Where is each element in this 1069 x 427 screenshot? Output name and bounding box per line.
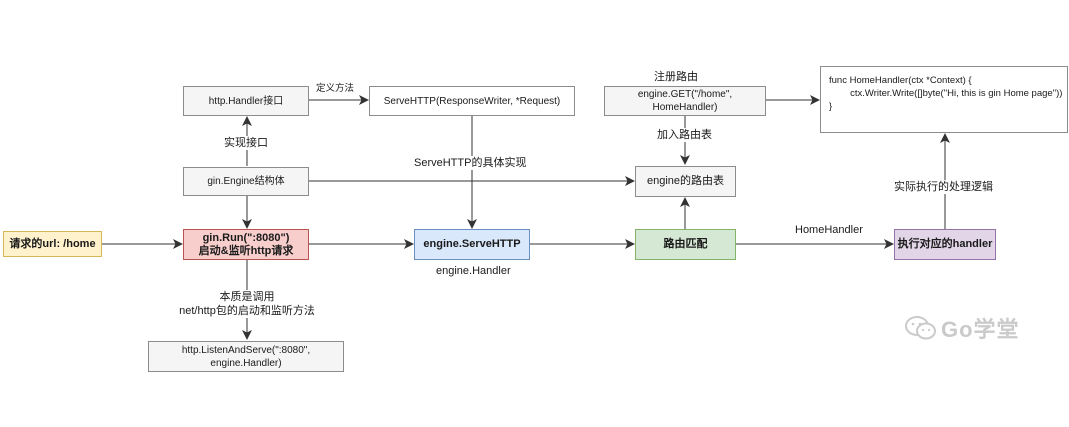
gin-run-text: gin.Run(":8080") (202, 231, 290, 244)
label-engine-handler: engine.Handler (436, 265, 511, 277)
route-match-text: 路由匹配 (663, 238, 708, 250)
engine-routes-text: engine的路由表 (646, 175, 725, 187)
engine-servehttp-node: engine.ServeHTTP (414, 229, 530, 260)
route-match-node: 路由匹配 (635, 229, 736, 260)
label-register-route: 注册路由 (654, 71, 698, 83)
watermark-text: Go学堂 (941, 317, 1020, 342)
http-handler-text: http.Handler接口 (208, 95, 284, 107)
gin-run-subtext: 启动&监听http请求 (198, 244, 294, 257)
http-handler-interface-node: http.Handler接口 (183, 86, 309, 116)
request-url-node: 请求的url: /home (3, 231, 102, 257)
servehttp-signature-text: ServeHTTP(ResponseWriter, *Request) (383, 95, 561, 107)
exec-handler-text: 执行对应的handler (897, 238, 993, 250)
home-handler-code-node: func HomeHandler(ctx *Context) { ctx.Wri… (820, 66, 1068, 133)
exec-handler-node: 执行对应的handler (894, 229, 996, 260)
label-essence: 本质是调用 net/http包的启动和监听方法 (172, 290, 322, 318)
gin-engine-struct-node: gin.Engine结构体 (183, 167, 309, 196)
gin-engine-text: gin.Engine结构体 (207, 176, 285, 187)
label-servehttp-impl: ServeHTTP的具体实现 (414, 156, 527, 170)
servehttp-signature-node: ServeHTTP(ResponseWriter, *Request) (369, 86, 575, 116)
label-home-handler: HomeHandler (795, 224, 863, 236)
watermark: Go学堂 (905, 312, 1020, 344)
listen-and-serve-text: http.ListenAndServe(":8080", engine.Hand… (181, 344, 311, 369)
wechat-icon (905, 316, 936, 340)
label-essence-line-2: net/http包的启动和监听方法 (179, 305, 315, 317)
label-define-method: 定义方法 (316, 83, 355, 94)
engine-get-text: engine.GET("/home", HomeHandler) (637, 89, 733, 113)
label-essence-line-1: 本质是调用 (219, 291, 275, 303)
request-url-text: 请求的url: /home (9, 237, 96, 250)
label-actual-logic: 实际执行的处理逻辑 (894, 180, 993, 194)
gin-run-node: gin.Run(":8080") 启动&监听http请求 (183, 229, 309, 260)
engine-servehttp-text: engine.ServeHTTP (423, 238, 521, 250)
code-line-3: } (829, 101, 833, 112)
label-add-route-table: 加入路由表 (657, 128, 712, 142)
label-implement-interface: 实现接口 (224, 136, 268, 150)
listen-and-serve-node: http.ListenAndServe(":8080", engine.Hand… (148, 341, 344, 372)
engine-get-node: engine.GET("/home", HomeHandler) (604, 86, 766, 116)
code-line-1: func HomeHandler(ctx *Context) { (829, 75, 972, 86)
engine-routes-node: engine的路由表 (635, 166, 736, 197)
code-line-2: ctx.Writer.Write([]byte("Hi, this is gin… (829, 88, 1063, 99)
